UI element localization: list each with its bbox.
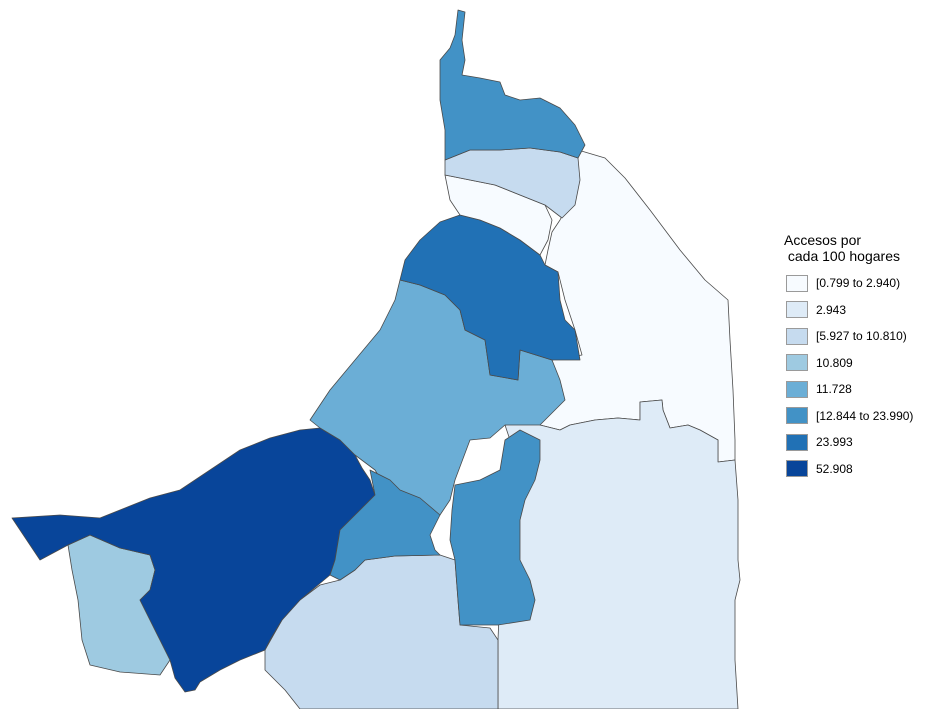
legend-label: [0.799 to 2.940) [816, 276, 901, 291]
legend-swatch [786, 407, 808, 425]
legend-item: [12.844 to 23.990) [784, 403, 934, 430]
region-west-dark[interactable] [11, 427, 376, 693]
legend-item: 23.993 [784, 429, 934, 456]
legend-item: 10.809 [784, 350, 934, 377]
legend-label: 10.809 [816, 355, 853, 370]
legend-swatch [786, 354, 808, 372]
legend-label: 11.728 [816, 382, 852, 397]
legend-swatch [786, 327, 808, 345]
legend-swatch [786, 380, 808, 398]
legend-item: [0.799 to 2.940) [784, 270, 934, 297]
legend-swatch [786, 274, 808, 292]
legend-label: 2.943 [816, 302, 847, 317]
legend-swatch [786, 433, 808, 451]
legend-items: [0.799 to 2.940) 2.943 [5.927 to 10.810)… [784, 270, 934, 482]
legend-title: Accesos por cada 100 hogares [784, 232, 900, 264]
region-north-tip[interactable] [439, 9, 586, 161]
legend-label: 52.908 [816, 461, 853, 476]
legend-item: [5.927 to 10.810) [784, 323, 934, 350]
legend-item: 2.943 [784, 297, 934, 324]
legend-label: [5.927 to 10.810) [816, 329, 907, 344]
legend-swatch [786, 301, 808, 319]
legend: Accesos por cada 100 hogares [0.799 to 2… [784, 232, 934, 482]
legend-item: 52.908 [784, 456, 934, 483]
legend-label: 23.993 [816, 435, 853, 450]
legend-item: 11.728 [784, 376, 934, 403]
legend-swatch [786, 460, 808, 478]
region-center-south[interactable] [329, 469, 441, 581]
legend-label: [12.844 to 23.990) [816, 408, 914, 423]
region-southeast-mid[interactable] [449, 429, 541, 626]
